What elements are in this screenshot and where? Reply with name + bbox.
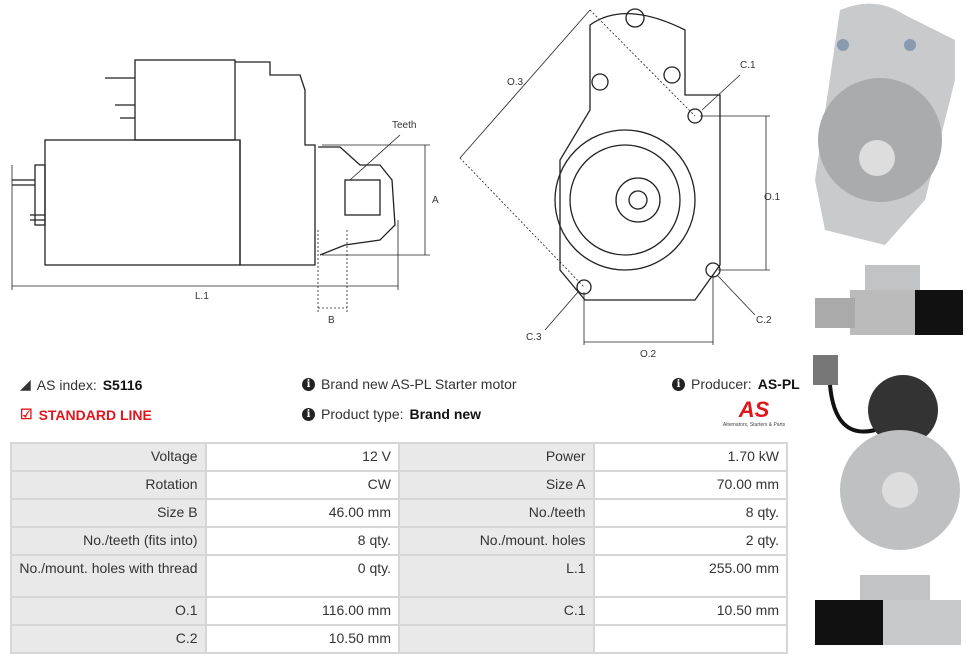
logo-tagline: Alternators, Starters & Parts — [722, 422, 786, 428]
photo-side[interactable] — [815, 265, 963, 335]
info-icon: i — [302, 407, 315, 421]
producer-value: AS-PL — [757, 376, 800, 392]
spec-label: No./teeth (fits into) — [10, 526, 207, 556]
product-type: i Product type: Brand new — [302, 406, 481, 422]
photo-front[interactable] — [815, 3, 955, 246]
label-l1: L.1 — [195, 291, 209, 302]
spec-value: 255.00 mm — [592, 554, 789, 598]
logo-mark: AS — [738, 397, 770, 422]
producer-label: Producer: — [691, 376, 752, 392]
spec-value: 1.70 kW — [592, 442, 789, 472]
product-type-label: Product type: — [321, 406, 404, 422]
as-index-value: S5116 — [102, 376, 143, 393]
spec-label: Power — [397, 442, 595, 472]
side-view-drawing: Teeth A L.1 B — [11, 59, 439, 326]
spec-value: 10.50 mm — [592, 596, 789, 626]
label-o1: O.1 — [764, 192, 781, 203]
spec-label: Voltage — [10, 442, 207, 472]
spec-label: C.1 — [397, 596, 595, 626]
product-type-value: Brand new — [409, 406, 482, 422]
label-o2: O.2 — [640, 349, 657, 360]
spec-value — [592, 624, 789, 654]
spec-label: No./mount. holes — [397, 526, 595, 556]
info-icon: i — [672, 377, 685, 391]
spec-label: No./mount. holes with thread — [10, 554, 207, 598]
spec-value: 2 qty. — [592, 526, 789, 556]
tags-icon: ◢ — [20, 376, 31, 392]
label-teeth: Teeth — [392, 120, 416, 131]
description-text: Brand new AS-PL Starter motor — [321, 376, 517, 392]
spec-value: CW — [204, 470, 400, 500]
label-c2: C.2 — [756, 315, 772, 326]
spec-label — [397, 624, 595, 654]
spec-value: 8 qty. — [204, 526, 400, 556]
producer: i Producer: AS-PL — [672, 376, 800, 392]
standard-line-label: STANDARD LINE — [38, 406, 152, 423]
label-c3: C.3 — [526, 332, 542, 343]
as-index: ◢ AS index: S5116 — [20, 376, 142, 393]
label-a: A — [432, 195, 439, 206]
label-o3: O.3 — [507, 77, 524, 88]
spec-label: Rotation — [10, 470, 207, 500]
description: i Brand new AS-PL Starter motor — [302, 376, 517, 392]
spec-label: Size A — [397, 470, 595, 500]
spec-label: Size B — [10, 498, 207, 528]
spec-label: L.1 — [397, 554, 595, 598]
spec-value: 46.00 mm — [204, 498, 400, 528]
checkbox-icon: ☑ — [20, 406, 33, 422]
spec-label: C.2 — [10, 624, 207, 654]
spec-value: 10.50 mm — [204, 624, 400, 654]
table-row: No./teeth (fits into)8 qty.No./mount. ho… — [10, 526, 789, 556]
spec-value: 0 qty. — [204, 554, 400, 598]
spec-value: 12 V — [204, 442, 400, 472]
product-photos — [813, 3, 963, 645]
spec-value: 8 qty. — [592, 498, 789, 528]
spec-label: No./teeth — [397, 498, 595, 528]
info-icon: i — [302, 377, 315, 391]
as-index-label: AS index: — [36, 376, 97, 393]
label-c1: C.1 — [740, 60, 756, 71]
spec-value: 70.00 mm — [592, 470, 789, 500]
spec-value: 116.00 mm — [204, 596, 400, 626]
photo-side-2[interactable] — [815, 575, 961, 645]
standard-line-badge: ☑ STANDARD LINE — [20, 406, 152, 423]
front-view-drawing: O.3 C.1 O.1 C.2 C.3 O.2 — [459, 8, 781, 360]
photo-rear[interactable] — [813, 355, 960, 550]
as-pl-logo: AS Alternators, Starters & Parts — [715, 397, 793, 429]
label-b: B — [328, 315, 335, 326]
spec-label: O.1 — [10, 596, 207, 626]
